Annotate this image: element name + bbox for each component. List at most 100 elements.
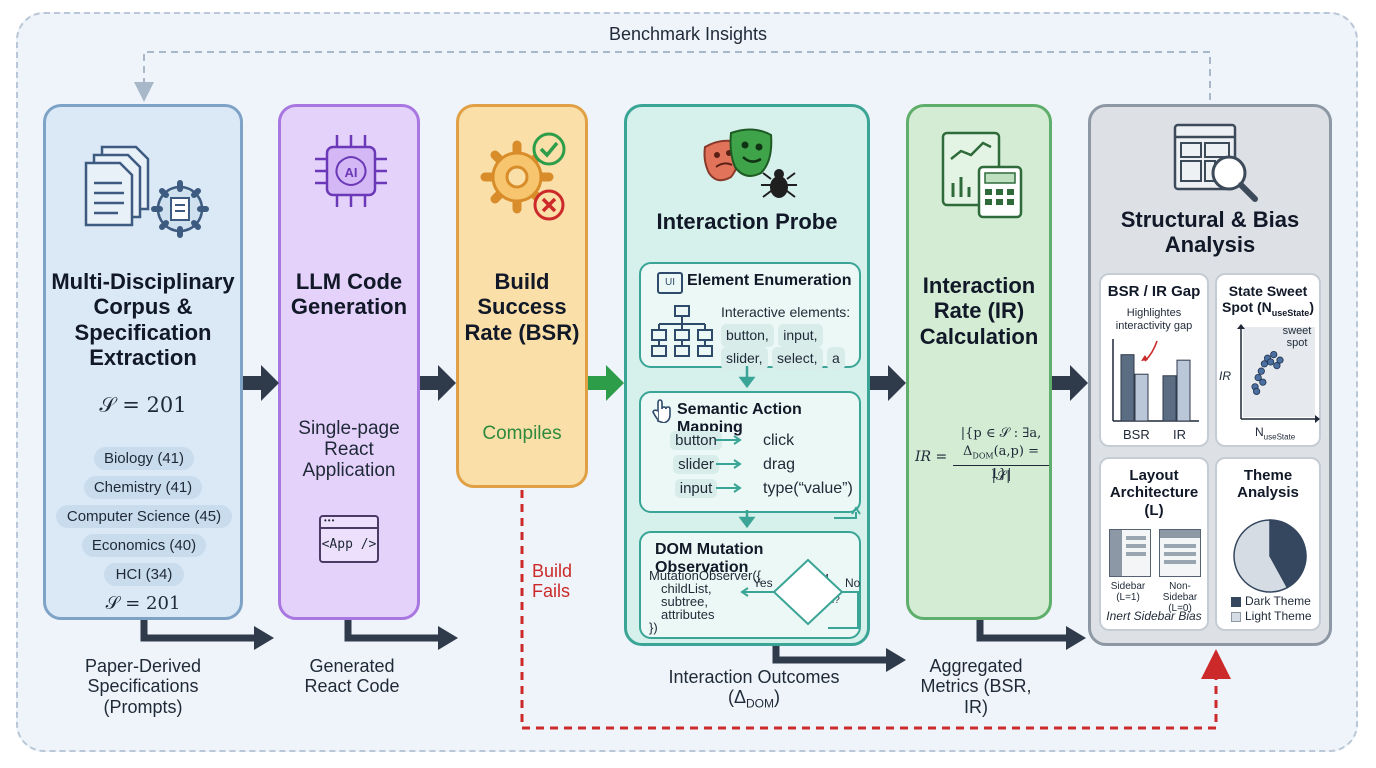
- gap-bar-chart: [1112, 339, 1199, 422]
- arrow-llm-output: [344, 620, 440, 642]
- llm-panel: AI LLM Code Generation Single-page React…: [278, 104, 420, 620]
- arrow-llm-to-bsr: [420, 365, 456, 401]
- bsr-status: Compiles: [482, 423, 562, 444]
- gap-note: Highlightes interactivity gap: [1115, 307, 1193, 332]
- theater-masks-bug-icon: [703, 128, 797, 198]
- layout-title: Layout Architecture (L): [1109, 467, 1199, 519]
- gap-bar-ir-1: [1176, 359, 1191, 422]
- element-list: button, input, slider, select, a: [721, 324, 861, 370]
- domain-pill-biology: Biology (41): [94, 447, 194, 470]
- scatter-point: [1254, 373, 1262, 382]
- ir-footer: Aggregated Metrics (BSR, IR): [920, 656, 1032, 717]
- arrow-probe-output: [772, 646, 888, 664]
- legend-light-theme: Light Theme: [1245, 609, 1312, 623]
- non-sidebar-option-label: Non-Sidebar (L=0): [1162, 581, 1198, 614]
- benchmark-feedback-arrow: [134, 51, 1211, 102]
- dom-mutation-title: DOM Mutation Observation: [655, 541, 764, 577]
- formula-lhs: IR =: [915, 449, 948, 465]
- inert-sidebar-note: Inert Sidebar Bias: [1106, 609, 1202, 623]
- element-chip-button: button,: [721, 324, 774, 347]
- arrow-ir-to-analysis: [1052, 365, 1088, 401]
- scatter-point: [1273, 362, 1281, 370]
- corpus-total: 𝒮 = 201: [105, 593, 181, 614]
- scatter-point: [1270, 350, 1278, 359]
- ir-title: Interaction Rate (IR) Calculation: [919, 273, 1039, 349]
- corpus-panel: Multi-Disciplinary Corpus & Specificatio…: [43, 104, 243, 620]
- legend-dark-theme: Dark Theme: [1245, 594, 1311, 608]
- sweet-spot-title: State Sweet Spot (NuseState): [1222, 283, 1314, 318]
- benchmark-insights-label: Benchmark Insights: [608, 24, 768, 44]
- corpus-title: Multi-Disciplinary Corpus & Specificatio…: [51, 269, 235, 370]
- decision-yes-label: Yes: [753, 576, 773, 590]
- mutation-observer-code: MutationObserver({ childList, subtree, a…: [649, 568, 761, 635]
- corpus-count: 𝒮 = 201: [99, 393, 187, 417]
- arrow-probe-to-ir: [870, 365, 906, 401]
- domain-pill-economics: Economics (40): [82, 534, 206, 557]
- main-flow-arrows: [243, 365, 1088, 401]
- gap-label-ir: IR: [1173, 427, 1186, 442]
- scatter-point: [1252, 387, 1261, 396]
- element-enumeration-title: Element Enumeration: [687, 272, 852, 289]
- bsr-panel: Build Success Rate (BSR) Compiles: [456, 104, 588, 488]
- sweet-y-label: IR: [1219, 369, 1231, 383]
- app-tag: <App />: [321, 537, 377, 552]
- bsr-title: Build Success Rate (BSR): [464, 269, 580, 345]
- chart-calculator-icon: [941, 131, 1023, 219]
- ir-panel: Interaction Rate (IR) Calculation IR = |…: [906, 104, 1052, 620]
- layout-architecture-card: Layout Architecture (L) Sidebar (L=1) No…: [1099, 457, 1209, 631]
- element-enumeration-box: UI Element Enumeration Interactive eleme…: [639, 262, 861, 370]
- structural-bias-panel: Structural & Bias Analysis BSR / IR Gap …: [1088, 104, 1332, 646]
- domain-pill-hci: HCI (34): [104, 563, 184, 586]
- bsr-ir-gap-card: BSR / IR Gap Highlightes interactivity g…: [1099, 273, 1209, 447]
- output-elbow-arrows: [140, 620, 1068, 664]
- sidebar-layout-thumb: [1109, 529, 1151, 577]
- formula-fraction-bar: [953, 465, 1049, 466]
- gear-check-cross-icon: [480, 132, 566, 221]
- sidebar-option-label: Sidebar (L=1): [1110, 581, 1146, 603]
- formula-denominator: |𝒮|: [991, 469, 1011, 484]
- corpus-footer: Paper-Derived Specifications (Prompts): [84, 656, 202, 717]
- llm-subtitle: Single-page React Application: [298, 418, 400, 481]
- formula-numerator: |{p ∈ 𝒮 : ∃a, ΔDOM(a,p) = 1}|: [960, 426, 1042, 482]
- probe-footer: Interaction Outcomes (ΔDOM): [668, 667, 840, 711]
- llm-footer: Generated React Code: [304, 656, 400, 697]
- probe-title: Interaction Probe: [656, 209, 838, 234]
- legend-swatch-light: [1231, 612, 1241, 622]
- gap-label-bsr: BSR: [1123, 427, 1150, 442]
- arrow-corpus-to-llm: [243, 365, 279, 401]
- pie-slice-light-theme: [1233, 519, 1289, 593]
- documents-gear-icon: [84, 145, 209, 238]
- gap-bar-ir-0: [1162, 375, 1177, 422]
- element-chip-slider: slider,: [721, 347, 768, 370]
- state-sweet-spot-card: State Sweet Spot (NuseState) sweet spot …: [1215, 273, 1321, 447]
- theme-title: Theme Analysis: [1237, 467, 1299, 502]
- theme-analysis-card: Theme Analysis Dark Theme Light Theme: [1215, 457, 1321, 631]
- interactive-elements-text: Interactive elements:: [721, 304, 851, 320]
- build-fails-label: Build Fails: [532, 561, 573, 601]
- domain-pill-computer-science: Computer Science (45): [56, 505, 232, 528]
- analysis-title: Structural & Bias Analysis: [1120, 207, 1300, 258]
- build-fails-arrow: [520, 490, 1231, 730]
- mapping-action-type: type(“value”): [763, 480, 853, 497]
- mapping-action-click: click: [763, 432, 795, 449]
- gap-bar-bsr-1: [1134, 373, 1149, 422]
- mapping-arrows: [716, 435, 861, 519]
- ai-chip-label: AI: [345, 165, 358, 180]
- mapping-element-slider: slider: [661, 455, 731, 474]
- arrow-ir-output: [976, 620, 1068, 642]
- gap-title: BSR / IR Gap: [1107, 283, 1201, 300]
- hand-pointer-icon: [652, 399, 671, 423]
- gap-bar-bsr-0: [1120, 354, 1135, 422]
- arrow-bsr-to-probe-compiles: [588, 365, 624, 401]
- app-window-icon: ••• <App />: [319, 515, 379, 563]
- ui-window-icon: UI: [657, 272, 683, 294]
- scatter-point: [1259, 378, 1267, 386]
- semantic-action-mapping-box: Semantic Action Mapping button slider in…: [639, 391, 861, 513]
- theme-pie-chart: [1233, 519, 1307, 593]
- semantic-mapping-title: Semantic Action Mapping: [677, 401, 802, 437]
- mutation-decision-diamond: [740, 558, 859, 629]
- sweet-spot-annotation: sweet spot: [1282, 325, 1312, 349]
- scatter-point: [1267, 358, 1275, 366]
- mapping-action-drag: drag: [763, 456, 796, 473]
